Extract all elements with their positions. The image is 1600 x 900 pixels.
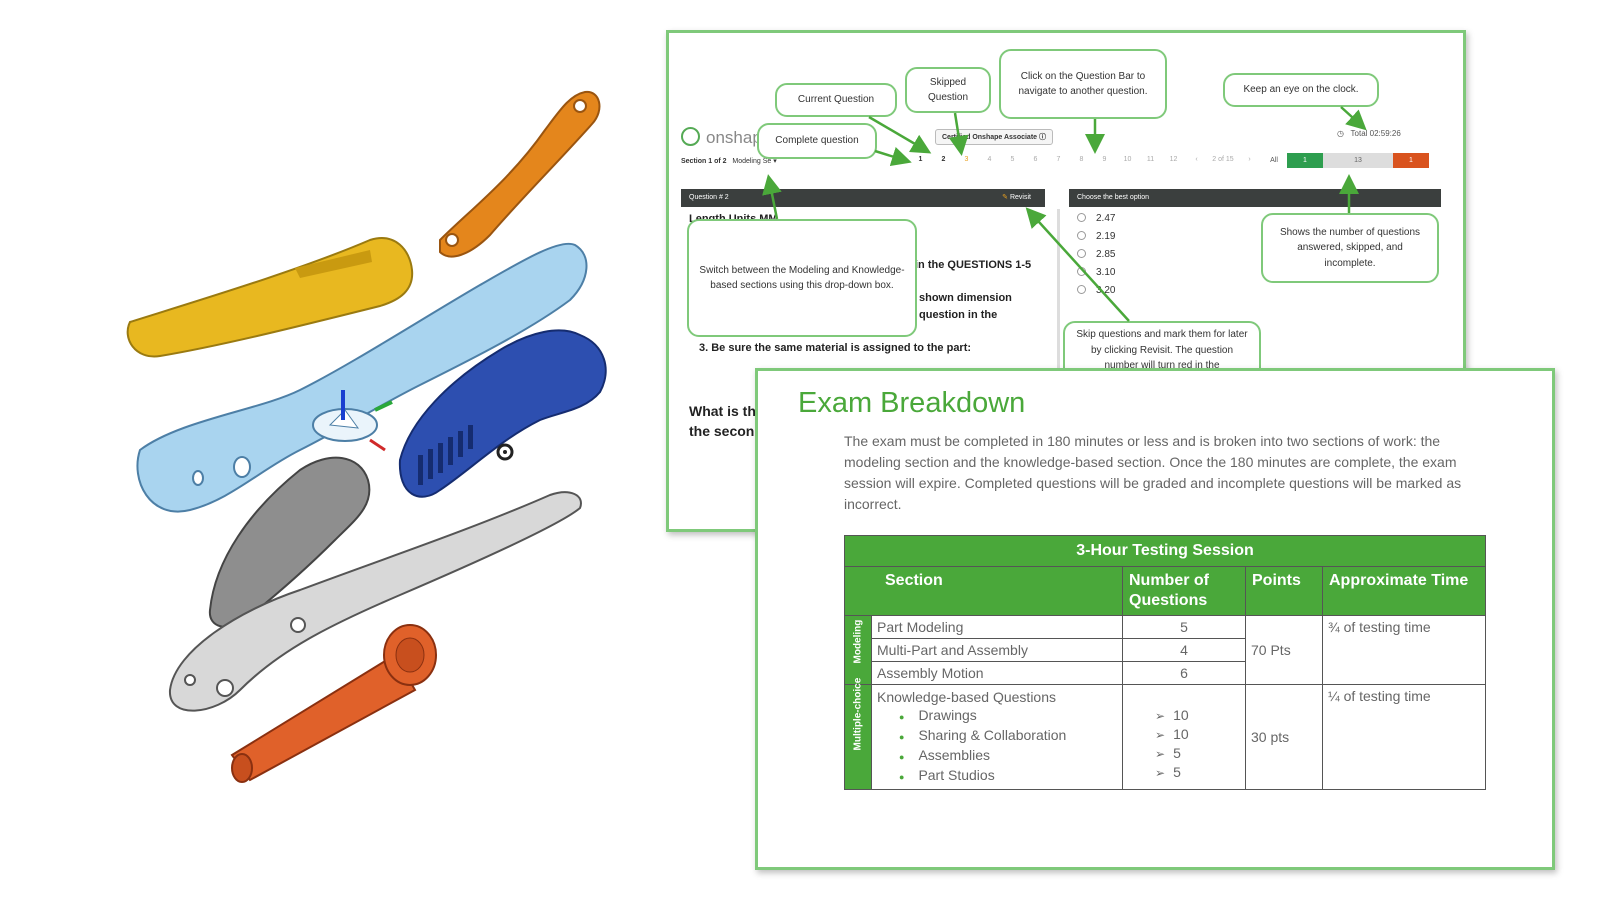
question-text: question in the xyxy=(919,309,998,321)
silver-handle-part xyxy=(168,491,582,712)
section-indicator: Section 1 of 2 Modeling Se ▾ xyxy=(681,158,777,165)
prev-page-button[interactable]: ‹ xyxy=(1195,156,1198,163)
header-time: Approximate Time xyxy=(1322,566,1486,616)
blue-handle-part xyxy=(136,242,588,513)
header-section: Section xyxy=(844,566,1123,616)
revisit-icon: ✎ xyxy=(1002,194,1009,201)
section-dropdown[interactable]: Modeling Se ▾ xyxy=(732,158,777,165)
mc-topic-list: Drawings Sharing & Collaboration Assembl… xyxy=(877,706,1117,786)
callout-current-question: Current Question xyxy=(775,83,897,117)
callout-section-switch: Switch between the Modeling and Knowledg… xyxy=(687,219,917,337)
arrow-bullet-icon: ➢ xyxy=(1155,709,1166,723)
tally-incomplete[interactable]: 1 xyxy=(1393,153,1429,168)
points-cell: 70 Pts xyxy=(1245,615,1323,685)
pane-divider[interactable] xyxy=(1057,209,1060,509)
time-cell: ¼ of testing time xyxy=(1322,684,1486,790)
exam-breakdown-panel: Exam Breakdown The exam must be complete… xyxy=(755,368,1555,870)
question-number[interactable]: 8 xyxy=(1079,156,1084,163)
section-cell: Multi-Part and Assembly xyxy=(871,638,1123,662)
callout-tally: Shows the number of questions answered, … xyxy=(1261,213,1439,283)
callout-clock: Keep an eye on the clock. xyxy=(1223,73,1379,107)
time-cell: ¾ of testing time xyxy=(1322,615,1486,685)
questions-cell: 4 xyxy=(1122,638,1246,662)
question-number[interactable]: 1 xyxy=(918,156,923,163)
orange-link-part xyxy=(439,90,601,258)
onshape-logo-icon xyxy=(681,127,700,146)
section-cell: Part Modeling xyxy=(871,615,1123,639)
list-item: Drawings xyxy=(918,706,1117,726)
question-text: 3. Be sure the same material is assigned… xyxy=(699,342,972,354)
answer-option[interactable]: 2.47 xyxy=(1077,213,1115,224)
mc-group-label: Multiple-choice xyxy=(844,677,872,790)
header-questions: Number of Questions xyxy=(1122,566,1246,616)
callout-question-bar: Click on the Question Bar to navigate to… xyxy=(999,49,1167,119)
modeling-group-label: Modeling xyxy=(844,615,872,685)
answer-option[interactable]: 2.19 xyxy=(1077,231,1115,242)
page-indicator: 2 of 15 xyxy=(1212,156,1234,163)
question-tally[interactable]: All 1 13 1 xyxy=(1261,153,1429,168)
question-header-bar[interactable]: Question # 2✎ Revisit xyxy=(681,189,1045,207)
arrow-bullet-icon: ➢ xyxy=(1155,747,1166,761)
answer-option[interactable]: 2.85 xyxy=(1077,249,1115,260)
question-number[interactable]: 4 xyxy=(987,156,992,163)
exam-clock: ◷ Total 02:59:26 xyxy=(1337,129,1401,138)
header-points: Points xyxy=(1245,566,1323,616)
certification-badge: Certified Onshape Associate ⓘ xyxy=(935,129,1053,145)
next-page-button[interactable]: › xyxy=(1248,156,1251,163)
questions-cell: ➢10 ➢10 ➢5 ➢5 xyxy=(1122,684,1246,790)
question-text: in the QUESTIONS 1-5 xyxy=(915,259,1032,271)
table-title: 3-Hour Testing Session xyxy=(844,535,1486,567)
options-header-bar: Choose the best option xyxy=(1069,189,1441,207)
question-number[interactable]: 7 xyxy=(1056,156,1061,163)
question-prompt: the secon xyxy=(689,423,755,439)
question-number[interactable]: 5 xyxy=(1010,156,1015,163)
question-number[interactable]: 9 xyxy=(1102,156,1107,163)
points-cell: 30 pts xyxy=(1245,684,1323,790)
question-number[interactable]: 11 xyxy=(1146,156,1155,163)
answer-option[interactable]: 3.20 xyxy=(1077,285,1115,296)
question-number[interactable]: 2 xyxy=(941,156,946,163)
exam-description: The exam must be completed in 180 minute… xyxy=(844,433,1462,512)
exam-breakdown-title: Exam Breakdown xyxy=(798,387,1026,419)
tally-answered[interactable]: 1 xyxy=(1287,153,1323,168)
tally-skipped[interactable]: 13 xyxy=(1323,153,1393,168)
mc-heading: Knowledge-based Questions xyxy=(877,689,1057,705)
list-item: Sharing & Collaboration xyxy=(918,726,1117,746)
exploded-pliers-illustration xyxy=(126,90,607,783)
question-number[interactable]: 3 xyxy=(964,156,969,163)
question-prompt: What is th xyxy=(689,403,756,419)
table-row: Modeling Part Modeling 5 70 Pts ¾ of tes… xyxy=(844,615,1486,685)
question-bar[interactable]: 1 2 3 4 5 6 7 8 9 10 11 12 ‹ 2 of 15 › xyxy=(909,156,1261,163)
list-item: Part Studios xyxy=(918,766,1117,786)
callout-complete-question: Complete question xyxy=(757,123,877,159)
arrow-bullet-icon: ➢ xyxy=(1155,766,1166,780)
table-row: Multi-Part and Assembly 4 xyxy=(845,638,1486,662)
question-text: shown dimension xyxy=(919,292,1012,304)
red-pin-part xyxy=(230,653,417,782)
table-row: Assembly Motion 6 xyxy=(845,661,1486,685)
revisit-button[interactable]: ✎ Revisit xyxy=(1002,194,1031,201)
question-number[interactable]: 12 xyxy=(1169,156,1178,163)
question-number[interactable]: 10 xyxy=(1123,156,1132,163)
list-item: Assemblies xyxy=(918,746,1117,766)
answer-option[interactable]: 3.10 xyxy=(1077,267,1115,278)
questions-cell: 6 xyxy=(1122,661,1246,685)
testing-session-table: 3-Hour Testing Session Section Number of… xyxy=(844,535,1486,790)
question-number[interactable]: 6 xyxy=(1033,156,1038,163)
questions-cell: 5 xyxy=(1122,615,1246,639)
tally-all[interactable]: All xyxy=(1270,157,1278,164)
arrow-bullet-icon: ➢ xyxy=(1155,728,1166,742)
callout-skipped-question: Skipped Question xyxy=(905,67,991,113)
brand-logo: onshape xyxy=(681,127,771,148)
section-cell: Knowledge-based Questions Drawings Shari… xyxy=(871,684,1123,790)
table-row: Multiple-choice Knowledge-based Question… xyxy=(844,677,1486,790)
section-cell: Assembly Motion xyxy=(871,661,1123,685)
